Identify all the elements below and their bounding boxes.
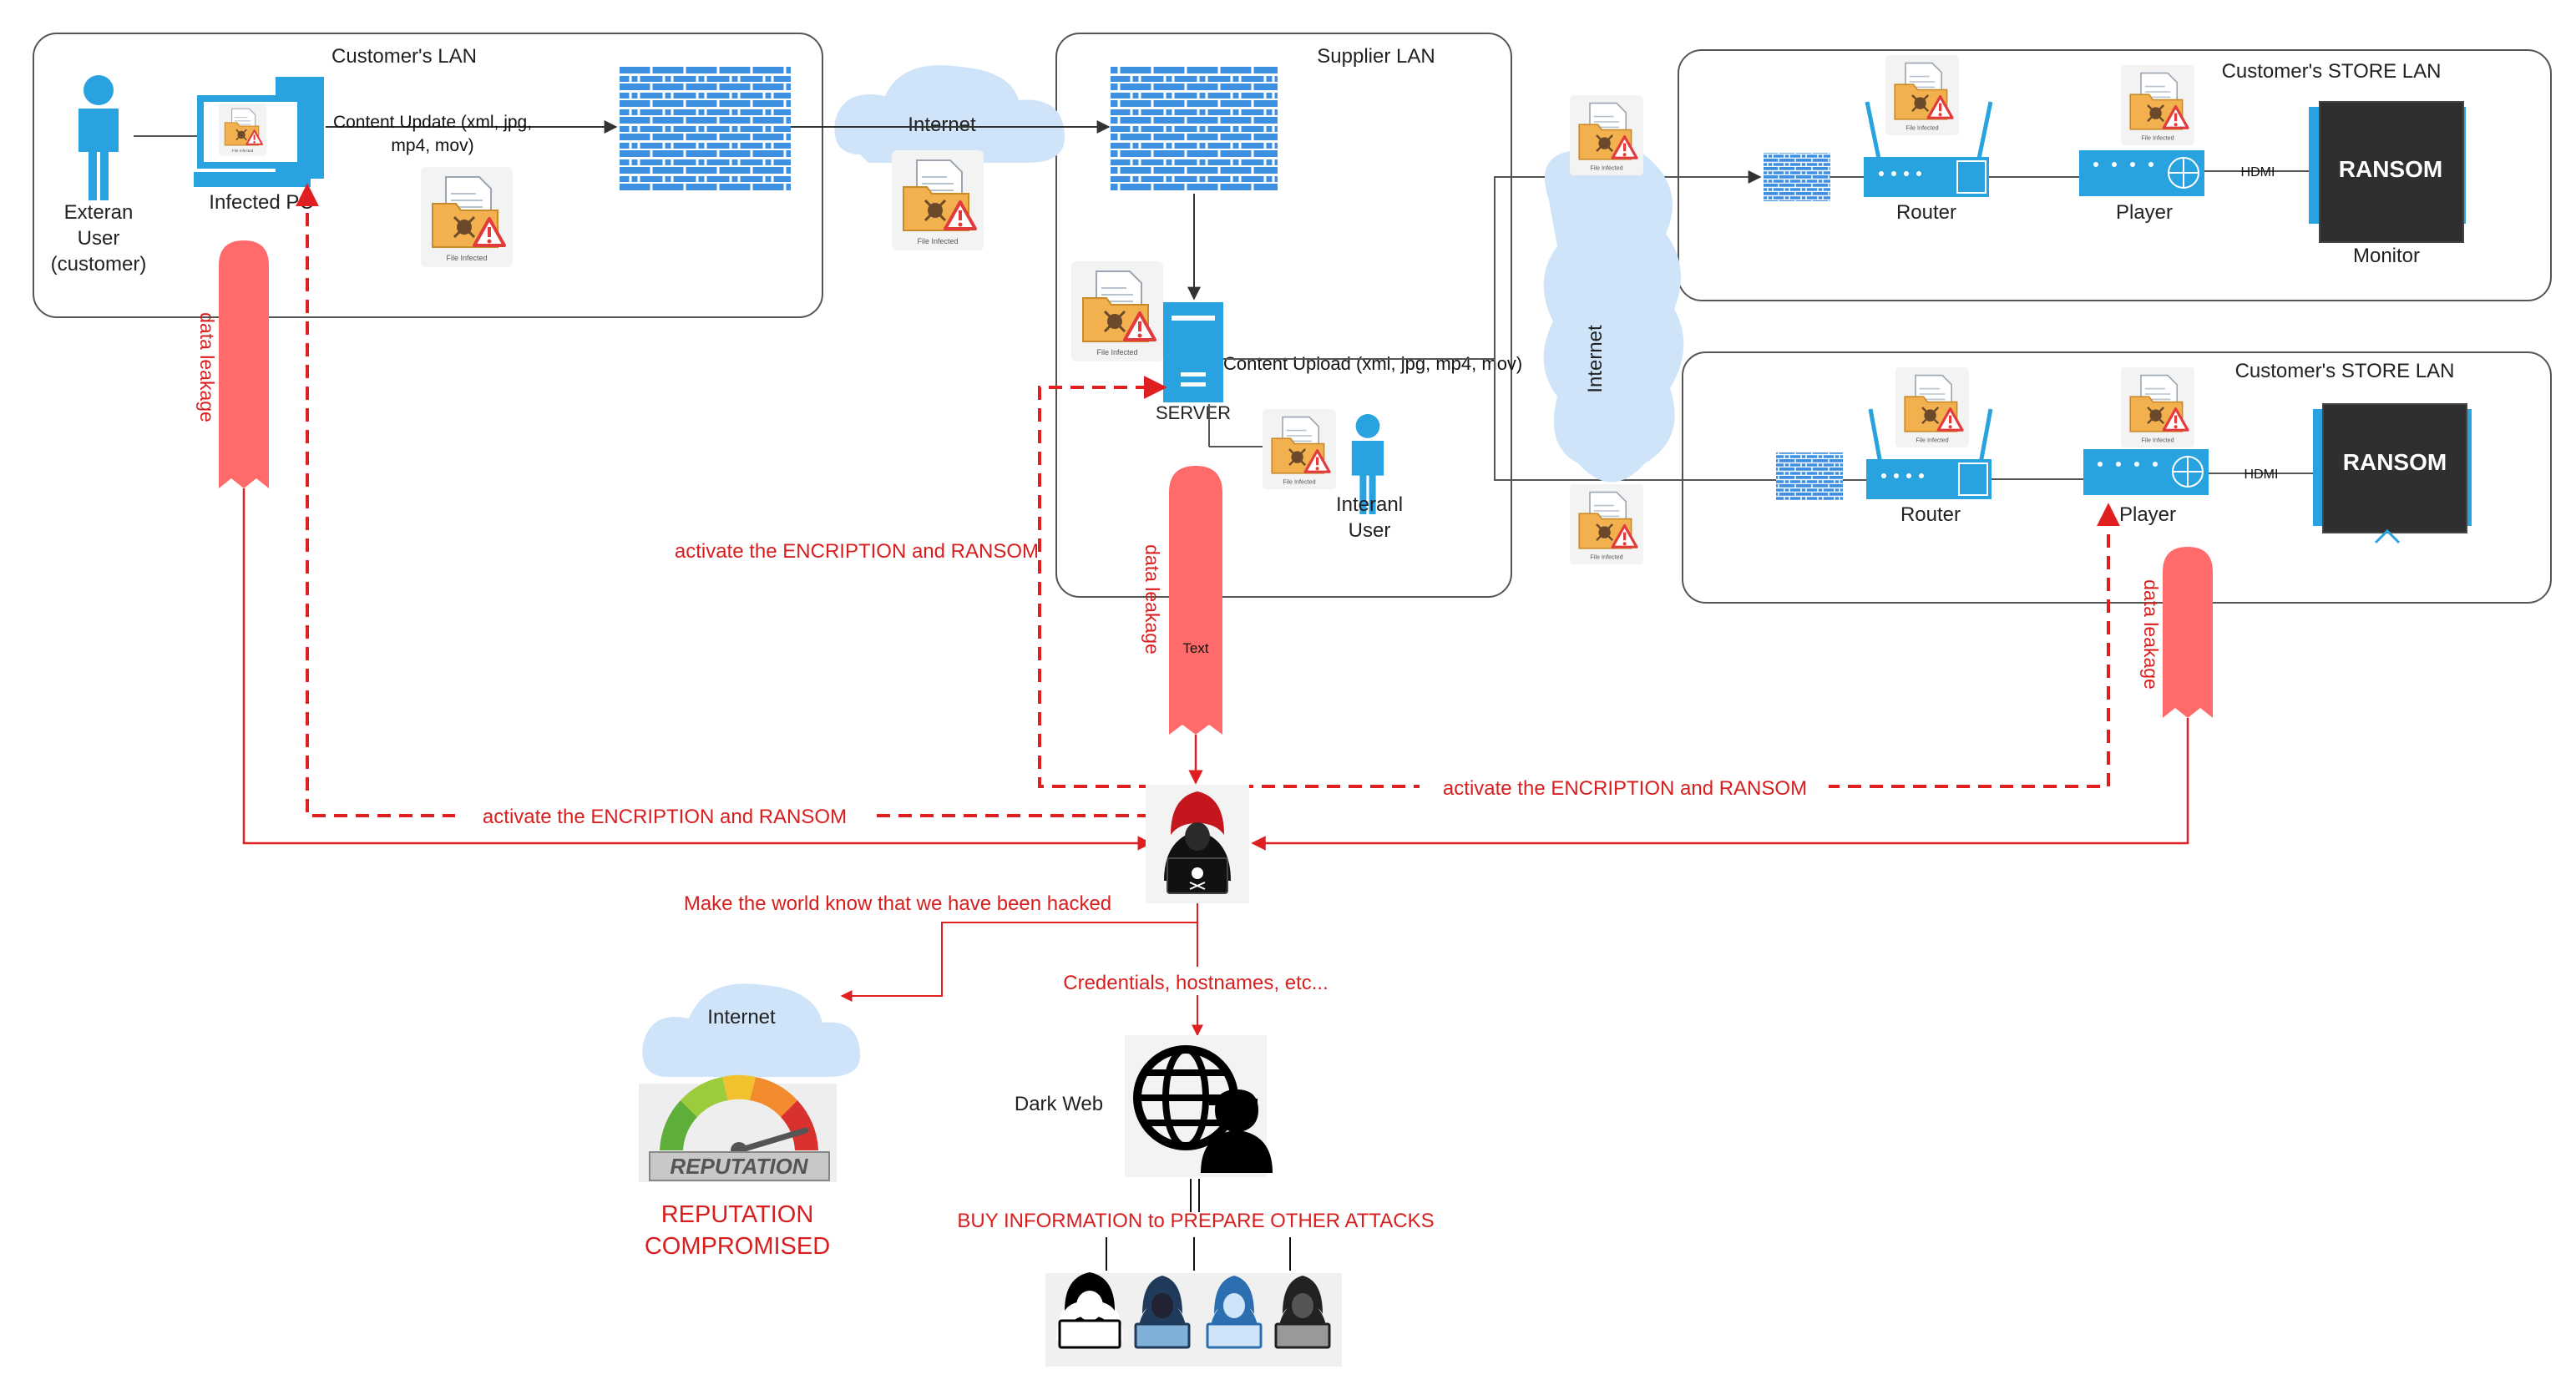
supplier-lan-title: Supplier LAN (1317, 45, 1435, 68)
internet-label-bottom: Internet (707, 1006, 776, 1029)
file-infected-icon (890, 149, 985, 252)
content-update-label-2: mp4, mov) (391, 136, 473, 155)
reputation-label-2: COMPROMISED (645, 1233, 830, 1260)
data-leakage-ribbon-center (1169, 466, 1222, 735)
internet-label-vertical: Internet (1584, 325, 1607, 393)
internal-user-label-1: Interanl (1336, 493, 1403, 516)
store1-firewall-icon (1764, 153, 1830, 201)
text-tag: Text (1182, 640, 1208, 656)
data-leakage-label-left: data leakage (196, 312, 218, 422)
external-user-label-1: Exteran (64, 201, 134, 224)
make-world-know-label: Make the world know that we have been ha… (684, 892, 1111, 915)
store-lan-1-box (1678, 49, 2552, 301)
customer-lan-title: Customer's LAN (331, 45, 477, 68)
file-infected-icon (419, 165, 514, 269)
buy-info-label: BUY INFORMATION to PREPARE OTHER ATTACKS (957, 1210, 1434, 1232)
store1-router-label: Router (1896, 201, 1956, 224)
buyer-hacker-icon (1274, 1276, 1331, 1349)
store2-monitor-icon (2313, 403, 2472, 544)
external-user-icon (78, 75, 119, 200)
file-infected-icon (2119, 63, 2196, 147)
infected-pc-label: Infected PC (209, 191, 313, 214)
content-upload-label: Content Upload (xml, jpg, mp4, mov) (1223, 353, 1522, 374)
dark-web-label: Dark Web (1015, 1093, 1103, 1115)
external-user-label-3: (customer) (51, 253, 147, 275)
activate-ransom-label-right: activate the ENCRIPTION and RANSOM (1443, 777, 1807, 800)
hdmi-label: HDMI (2241, 165, 2275, 179)
file-infected-icon (1568, 483, 1645, 566)
monitor-label: Monitor (2353, 245, 2420, 267)
file-infected-icon (1070, 260, 1165, 363)
supplier-firewall-icon (1111, 67, 1278, 192)
buyer-hacker-icon (1206, 1276, 1263, 1349)
store1-player-label: Player (2116, 201, 2173, 224)
store2-router-label: Router (1900, 503, 1961, 526)
customer-firewall-icon (620, 67, 791, 192)
buyers-group-icon (1045, 1271, 1342, 1367)
store1-player-icon (2079, 150, 2204, 196)
supplier-lan-box (1055, 33, 1512, 598)
store2-router-icon (1866, 408, 1993, 499)
external-user-label-2: User (78, 227, 120, 250)
server-icon (1163, 302, 1223, 402)
file-infected-icon (1884, 53, 1961, 137)
hdmi-label: HDMI (2245, 468, 2279, 482)
store2-firewall-icon (1776, 452, 1843, 501)
data-leakage-ribbon-left (219, 240, 269, 488)
activate-ransom-label-supplier: activate the ENCRIPTION and RANSOM (675, 540, 1039, 563)
data-leakage-label-right: data leakage (2140, 579, 2162, 690)
buyer-hacker-icon (1134, 1276, 1191, 1349)
store-lan-1-title: Customer's STORE LAN (2222, 60, 2442, 83)
dark-web-globe-icon (1125, 1035, 1273, 1177)
reputation-badge-text: REPUTATION (670, 1154, 808, 1179)
store-lan-2-box (1682, 351, 2552, 604)
reputation-gauge-icon: REPUTATION (639, 1074, 837, 1182)
file-infected-icon (1894, 366, 1971, 449)
file-infected-icon (1261, 407, 1338, 491)
store1-monitor-icon (2309, 101, 2466, 243)
data-leakage-label-center: data leakage (1141, 544, 1163, 655)
data-leakage-ribbon-right (2163, 547, 2213, 718)
file-infected-icon (2119, 366, 2196, 449)
ransom-label-2: RANSOM (2343, 449, 2447, 475)
store2-player-label: Player (2119, 503, 2176, 526)
store-lan-2-title: Customer's STORE LAN (2235, 360, 2455, 382)
server-label: SERVER (1156, 402, 1231, 423)
hacker-icon (1146, 785, 1249, 903)
internal-user-label-2: User (1349, 519, 1391, 542)
infected-pc-icon (194, 77, 324, 187)
credentials-label: Credentials, hostnames, etc... (1063, 972, 1328, 994)
activate-ransom-label-left: activate the ENCRIPTION and RANSOM (483, 806, 847, 828)
file-infected-icon (1568, 94, 1645, 177)
internet-cloud-top (834, 65, 1065, 163)
store1-router-icon (1864, 101, 1993, 197)
internet-label-top: Internet (908, 114, 976, 136)
reputation-label-1: REPUTATION (661, 1201, 814, 1228)
content-update-label-1: Content Update (xml, jpg, (333, 113, 532, 132)
internet-cloud-vertical (1543, 143, 1684, 483)
internet-cloud-bottom (642, 983, 860, 1077)
ransom-label-1: RANSOM (2339, 156, 2442, 182)
customer-lan-box (33, 33, 823, 318)
store2-player-icon (2083, 449, 2209, 495)
